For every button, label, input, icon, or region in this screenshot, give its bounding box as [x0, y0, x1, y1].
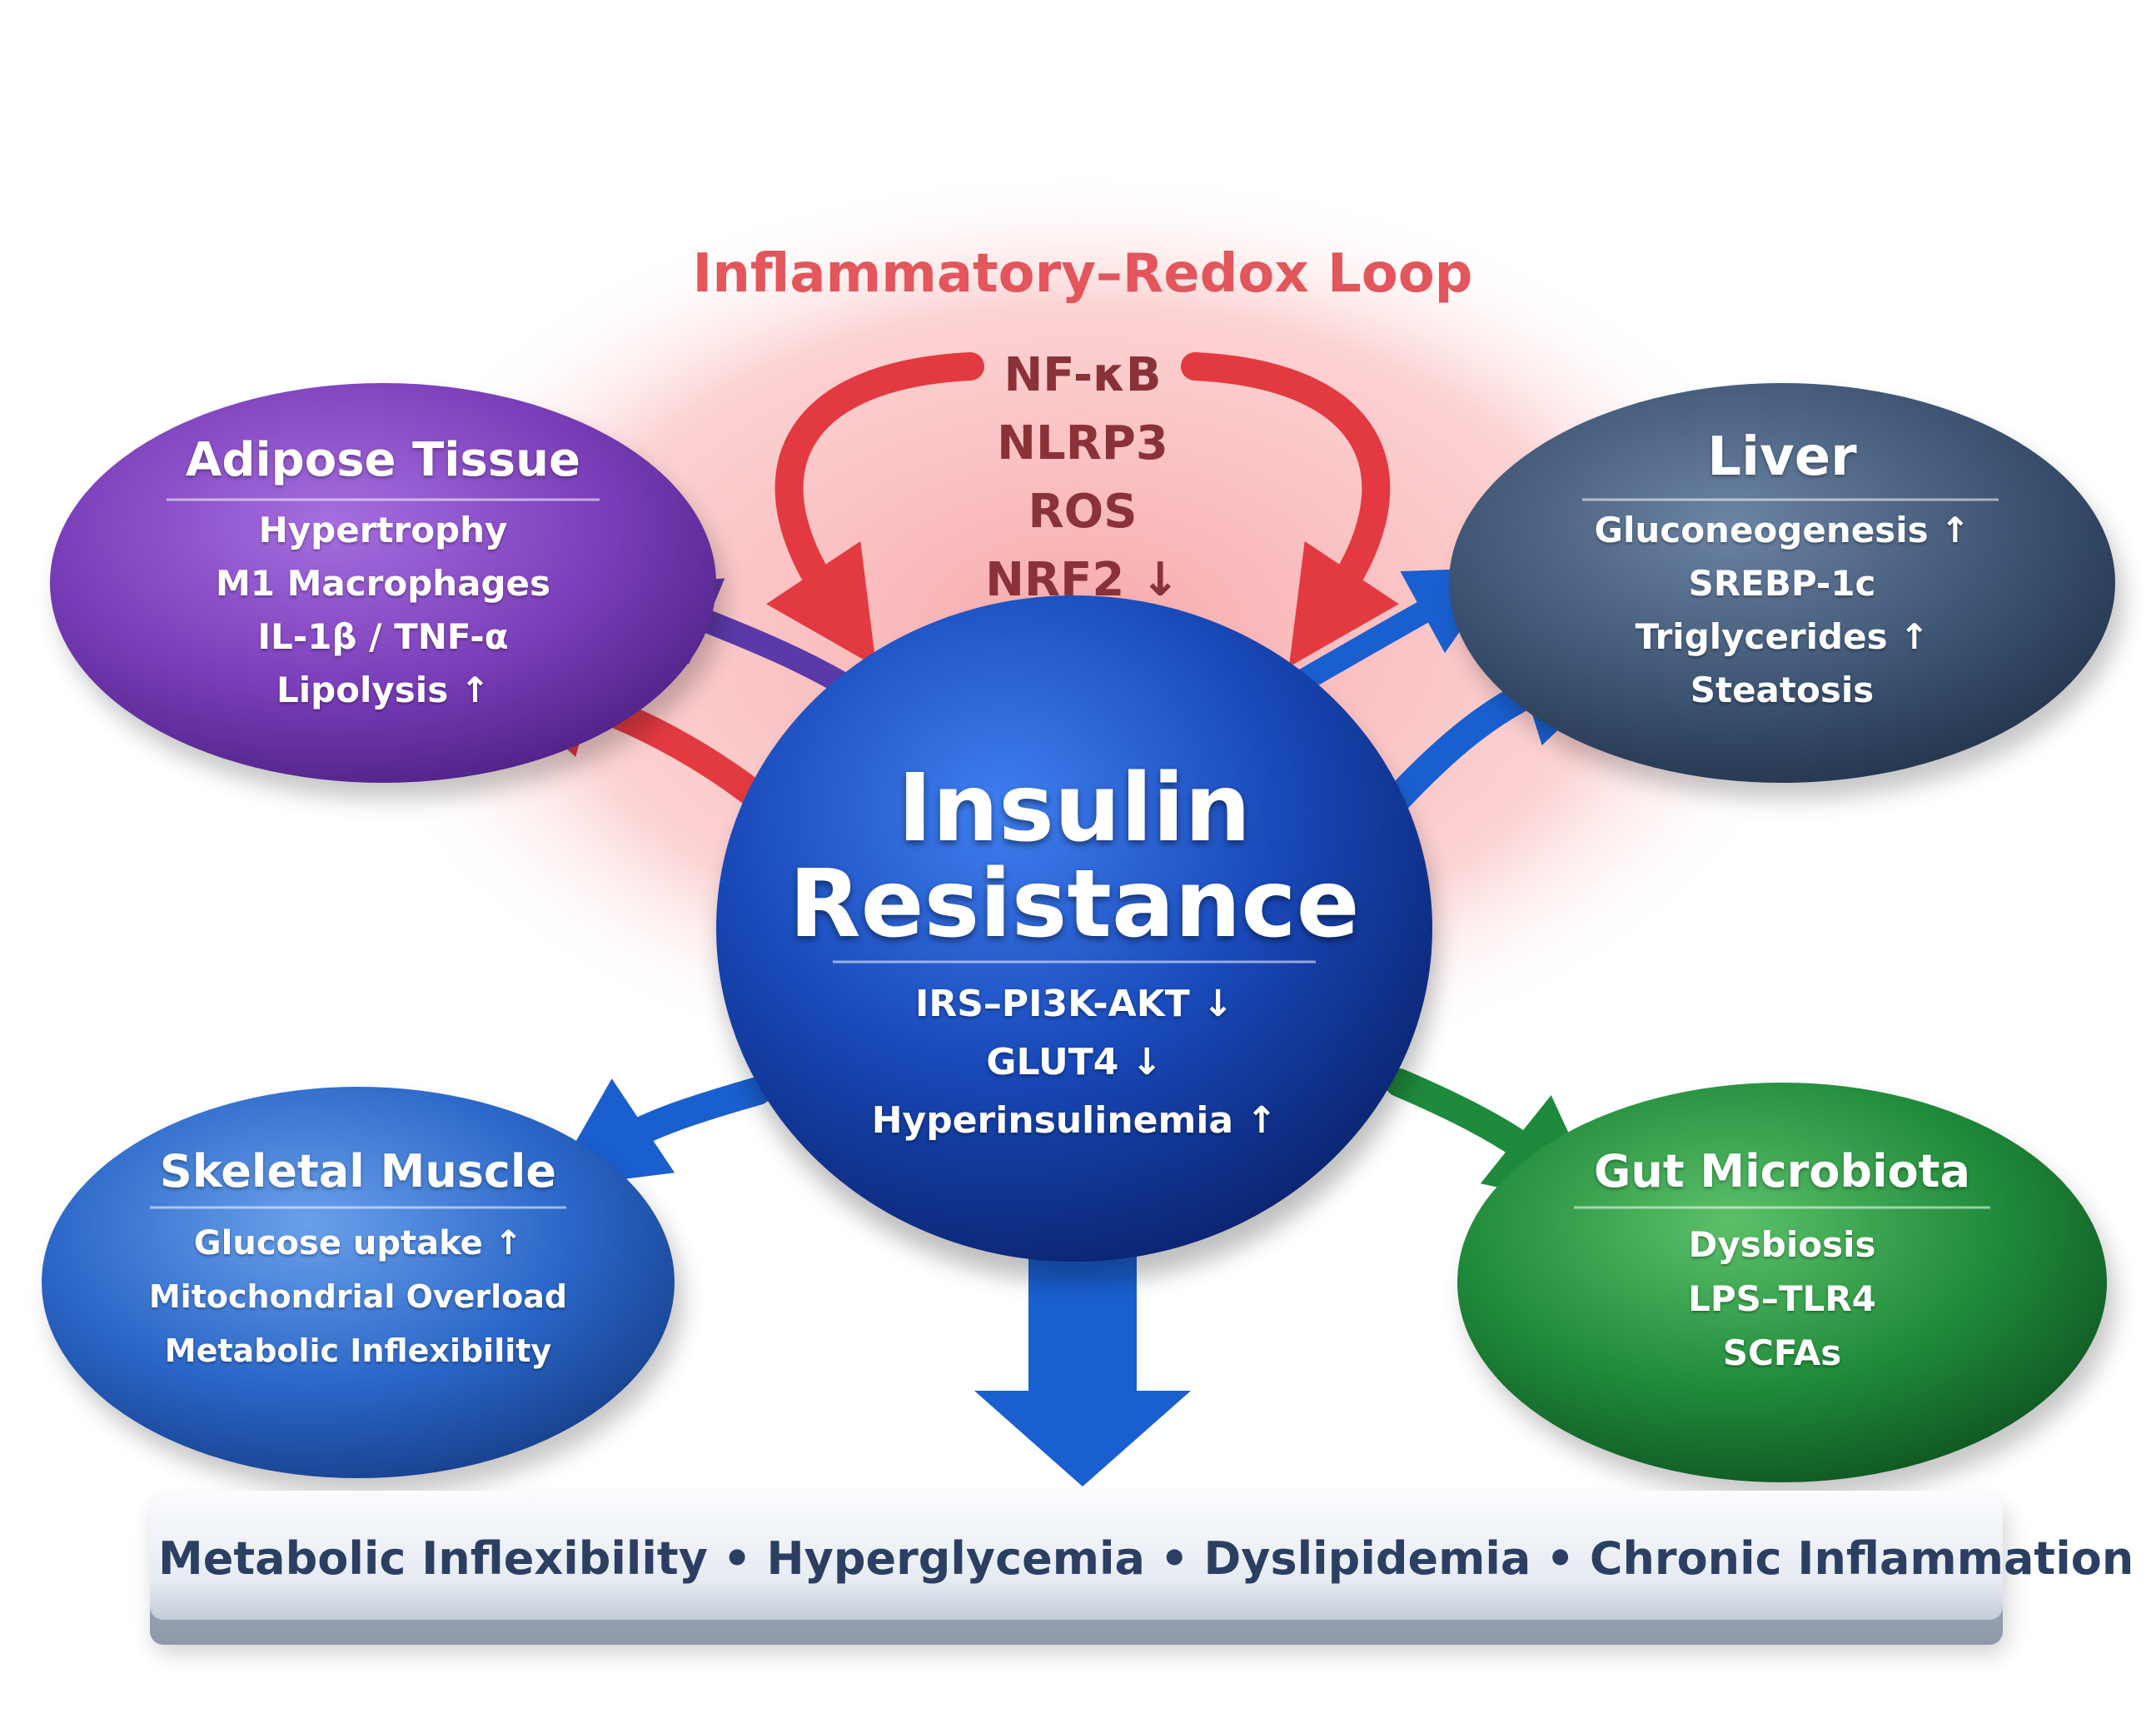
gut-item-lps-tlr4: LPS–TLR4 — [1688, 1278, 1876, 1319]
muscle-item-glucose-uptake-label: Glucose uptake — [193, 1224, 483, 1262]
separator-dot: • — [722, 1532, 752, 1585]
insulin-resistance-node — [716, 595, 1432, 1262]
outcome-hyperglycemia: Hyperglycemia — [766, 1532, 1145, 1585]
up-arrow-icon: ↑ — [460, 670, 490, 710]
center-item-irs: IRS–PI3K-AKT ↓ — [749, 983, 1399, 1025]
outcomes-bar — [150, 1491, 2003, 1620]
adipose-title: Adipose Tissue — [186, 433, 580, 487]
up-arrow-icon: ↑ — [1900, 616, 1929, 657]
liver-item-srebp: SREBP-1c — [1688, 563, 1876, 604]
up-arrow-icon: ↑ — [1246, 1099, 1277, 1142]
gut-item-dysbiosis: Dysbiosis — [1688, 1224, 1876, 1265]
outcome-chronic-inflammation: Chronic Inflammation — [1589, 1532, 2134, 1585]
center-item-hyperinsulinemia-label: Hyperinsulinemia — [871, 1099, 1234, 1142]
adipose-item-lipolysis: Lipolysis ↑ — [133, 670, 633, 710]
liver-item-triglycerides-label: Triglycerides — [1635, 616, 1888, 657]
loop-item-ros: ROS — [1028, 485, 1138, 539]
center-item-glut4-label: GLUT4 — [986, 1041, 1119, 1083]
adipose-item-cytokines: IL-1β / TNF-α — [257, 616, 509, 657]
center-item-hyperinsulinemia: Hyperinsulinemia ↑ — [749, 1099, 1399, 1142]
gut-node — [1457, 1083, 2107, 1482]
down-arrow-icon: ↓ — [1131, 1041, 1163, 1083]
up-arrow-icon: ↑ — [1940, 510, 1970, 550]
loop-arrow-right — [1181, 352, 1399, 667]
separator-dot: • — [1546, 1532, 1575, 1585]
adipose-node — [50, 383, 716, 783]
liver-title: Liver — [1707, 426, 1857, 488]
up-arrow-icon: ↑ — [494, 1224, 523, 1262]
loop-item-nlrp3: NLRP3 — [997, 416, 1168, 471]
center-item-glut4: GLUT4 ↓ — [749, 1041, 1399, 1083]
adipose-item-hypertrophy: Hypertrophy — [258, 510, 508, 550]
muscle-item-mitochondrial: Mitochondrial Overload — [148, 1278, 568, 1315]
liver-item-steatosis: Steatosis — [1690, 670, 1875, 710]
loop-arrow-left — [766, 352, 984, 667]
liver-node — [1449, 383, 2115, 783]
muscle-item-inflexibility: Metabolic Inflexibility — [164, 1332, 552, 1369]
center-title-line1: Insulin — [897, 754, 1252, 863]
loop-title: Inflammatory–Redox Loop — [692, 243, 1473, 305]
adipose-item-lipolysis-label: Lipolysis — [276, 670, 449, 710]
liver-item-gluconeogenesis-label: Gluconeogenesis — [1594, 510, 1929, 550]
muscle-title: Skeletal Muscle — [159, 1145, 557, 1198]
muscle-node — [42, 1087, 675, 1478]
arrow-to-gut — [1385, 1068, 1605, 1211]
liver-item-gluconeogenesis: Gluconeogenesis ↑ — [1532, 510, 2032, 550]
muscle-item-glucose-uptake: Glucose uptake ↑ — [108, 1224, 608, 1262]
loop-item-nrf2-label: NRF2 — [985, 553, 1125, 607]
center-title-line2: Resistance — [789, 850, 1360, 959]
arrow-to-muscle — [549, 1077, 772, 1189]
arrow-to-outcomes — [974, 1249, 1191, 1486]
arrow-to-liver-upper — [1287, 567, 1505, 695]
gut-title: Gut Microbiota — [1594, 1145, 1970, 1198]
adipose-item-macrophages: M1 Macrophages — [215, 563, 551, 604]
outcome-metabolic-inflexibility: Metabolic Inflexibility — [158, 1532, 708, 1585]
loop-item-nfkb: NF-κB — [1003, 348, 1162, 402]
down-arrow-icon: ↓ — [1140, 553, 1180, 607]
down-arrow-icon: ↓ — [1202, 983, 1234, 1025]
separator-dot: • — [1159, 1532, 1189, 1585]
outcome-dyslipidemia: Dyslipidemia — [1203, 1532, 1531, 1585]
center-item-irs-label: IRS–PI3K-AKT — [914, 983, 1190, 1025]
outcomes-text: Metabolic Inflexibility • Hyperglycemia • Dy… — [158, 1532, 2134, 1585]
gut-item-scfas: SCFAs — [1722, 1332, 1842, 1373]
loop-item-nrf2: NRF2 ↓ — [858, 553, 1307, 607]
liver-item-triglycerides: Triglycerides ↑ — [1532, 616, 2032, 657]
